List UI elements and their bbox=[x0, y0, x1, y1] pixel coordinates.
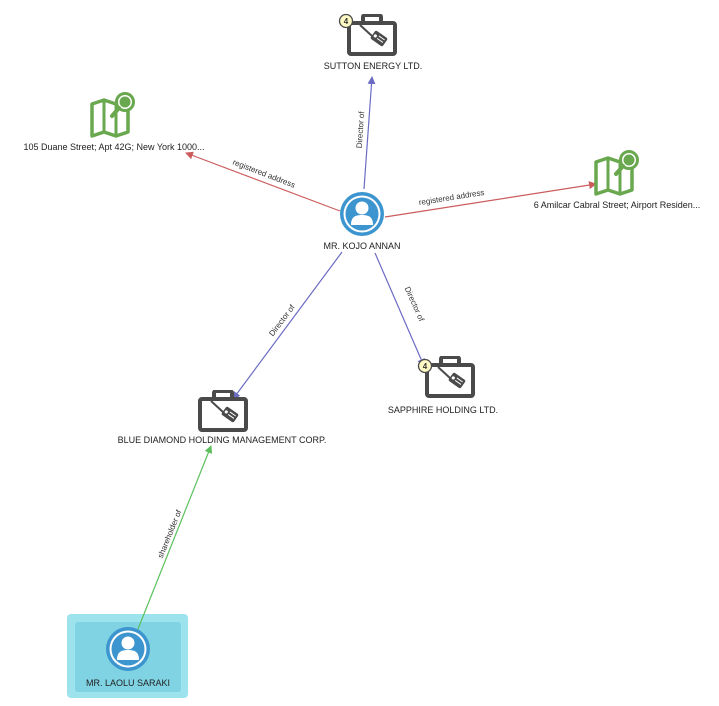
person-icon bbox=[340, 192, 384, 236]
node-label: SUTTON ENERGY LTD. bbox=[324, 61, 423, 71]
node-label: BLUE DIAMOND HOLDING MANAGEMENT CORP. bbox=[118, 435, 327, 445]
edge-kojo-sapphire[interactable] bbox=[374, 252, 425, 367]
node-label: MR. LAOLU SARAKI bbox=[86, 678, 170, 688]
count-badge: 4 bbox=[338, 13, 354, 29]
edge-kojo-sutton[interactable] bbox=[363, 76, 376, 190]
node-label: 6 Amilcar Cabral Street; Airport Residen… bbox=[534, 200, 701, 210]
map-icon bbox=[90, 92, 136, 138]
node-sapphire-holding[interactable]: 4 SAPPHIRE HOLDING LTD. bbox=[388, 356, 498, 415]
node-sutton-energy[interactable]: 4 SUTTON ENERGY LTD. bbox=[324, 13, 423, 72]
map-icon bbox=[594, 150, 640, 196]
briefcase-icon bbox=[198, 390, 248, 432]
node-laolu-saraki[interactable]: MR. LAOLU SARAKI bbox=[86, 627, 170, 688]
node-label: MR. KOJO ANNAN bbox=[323, 241, 400, 251]
node-blue-diamond[interactable]: BLUE DIAMOND HOLDING MANAGEMENT CORP. bbox=[118, 390, 327, 445]
edge-label-laolu-bluediamond: shareholder of bbox=[156, 508, 184, 560]
edge-label-kojo-sutton: Director of bbox=[355, 110, 367, 148]
node-label: 105 Duane Street; Apt 42G; New York 1000… bbox=[23, 142, 204, 152]
node-label: SAPPHIRE HOLDING LTD. bbox=[388, 405, 498, 415]
edge-kojo-duane[interactable] bbox=[185, 151, 341, 212]
node-amilcar-cabral[interactable]: 6 Amilcar Cabral Street; Airport Residen… bbox=[534, 150, 701, 211]
edge-label-kojo-sapphire: Director of bbox=[403, 285, 427, 323]
count-badge-text: 4 bbox=[423, 362, 428, 371]
briefcase-icon bbox=[347, 14, 397, 56]
count-badge-text: 4 bbox=[344, 17, 349, 26]
briefcase-icon bbox=[425, 356, 475, 398]
edge-kojo-amilcar[interactable] bbox=[384, 181, 597, 218]
count-badge: 4 bbox=[417, 358, 433, 374]
node-duane-street[interactable]: 105 Duane Street; Apt 42G; New York 1000… bbox=[23, 92, 205, 153]
person-icon bbox=[106, 627, 150, 671]
edge-laolu-bluediamond[interactable] bbox=[137, 445, 213, 630]
edge-kojo-bluediamond[interactable] bbox=[232, 251, 343, 400]
node-kojo-annan[interactable]: MR. KOJO ANNAN bbox=[323, 192, 401, 251]
edge-label-kojo-amilcar: registered address bbox=[418, 188, 485, 207]
